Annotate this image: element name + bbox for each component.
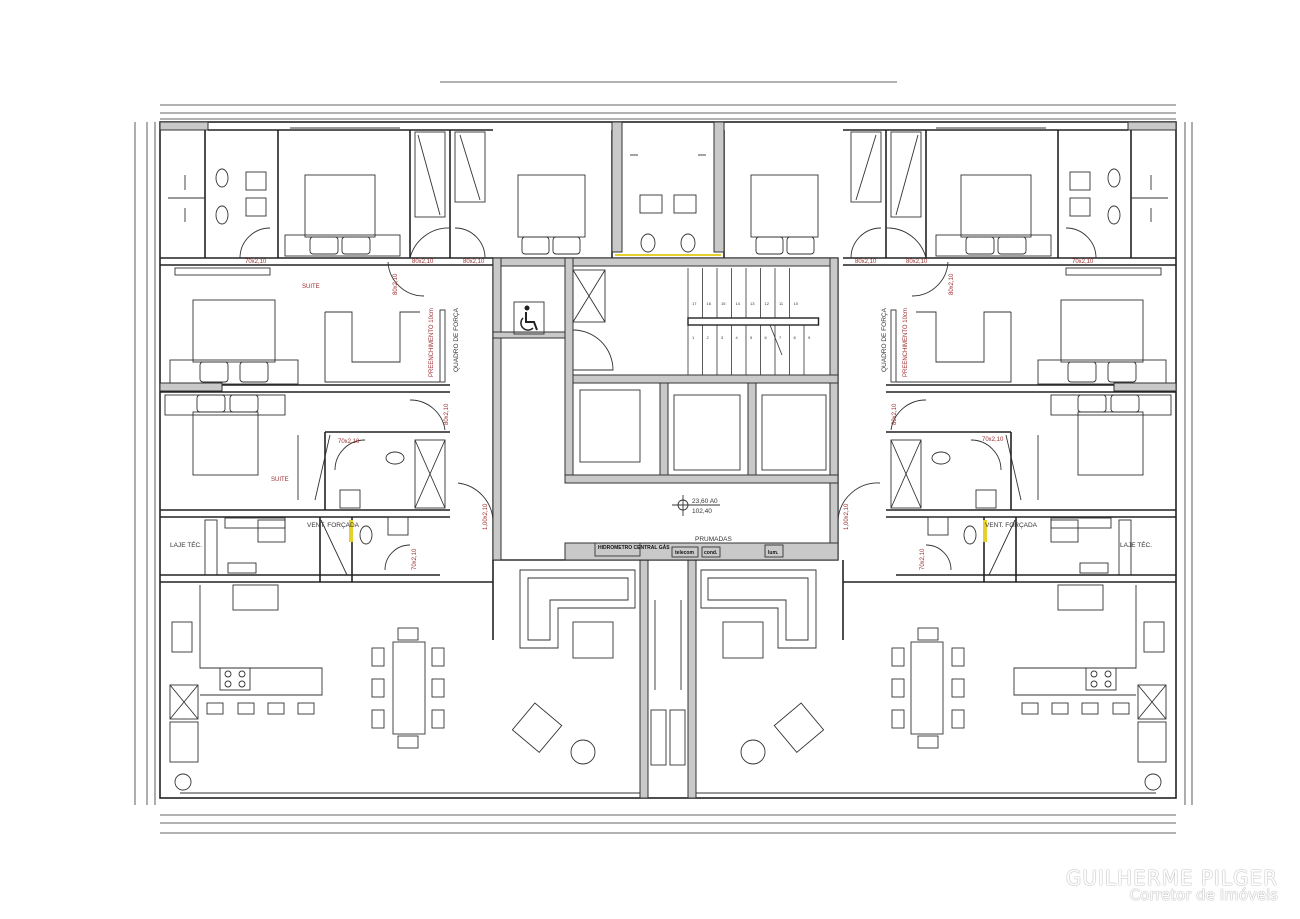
- suite-label: SUITE: [271, 477, 289, 483]
- quadro-forca-label: QUADRO DE FORÇA: [881, 307, 888, 372]
- stair-step-number: 15: [721, 301, 726, 306]
- unit-left: [159, 121, 669, 799]
- lum-label: lum.: [768, 550, 779, 556]
- level-marker: 23,60 A0 102,40: [672, 495, 720, 516]
- cond-label: cond.: [704, 550, 718, 556]
- dimension-lines: [134, 81, 1193, 834]
- stair-step-number: 5: [750, 335, 753, 340]
- door-label: 70x2,10: [1072, 259, 1094, 265]
- door-label: 80x2,10: [444, 403, 450, 425]
- preenchimento-label: PREENCHIMENTO 10cm: [903, 308, 909, 377]
- level-top: 23,60 A0: [692, 498, 718, 505]
- stair-step-number: 16: [707, 301, 712, 306]
- door-label: 80x2,10: [949, 273, 955, 295]
- preenchimento-label: PREENCHIMENTO 10cm: [429, 308, 435, 377]
- door-label: 80x2,10: [906, 259, 928, 265]
- stair-step-number: 2: [707, 335, 710, 340]
- stair-step-number: 8: [794, 335, 797, 340]
- laje-tec-label: LAJE TÉC.: [1120, 540, 1152, 549]
- stair-step-number: 1: [692, 335, 695, 340]
- stair-step-number: 7: [779, 335, 782, 340]
- stair-step-number: 14: [736, 301, 741, 306]
- door-label: 1,00x2,10: [844, 503, 850, 530]
- door-label: 70x2,10: [982, 437, 1004, 443]
- stair-step-number: 12: [765, 301, 770, 306]
- vent-forcada-label: VENT. FORÇADA: [307, 522, 360, 529]
- unit-right: [667, 121, 1177, 799]
- door-label: 70x2,10: [920, 548, 926, 570]
- door-label: 70x2,10: [245, 259, 267, 265]
- stair-step-number: 9: [808, 335, 811, 340]
- stair-step-number: 11: [779, 301, 784, 306]
- room-labels: SUITE SUITE LAJE TÉC. LAJE TÉC. VENT. FO…: [170, 284, 1152, 549]
- door-label: 80x2,10: [412, 259, 434, 265]
- stair-direction-arrow: [769, 324, 783, 356]
- telecom-label: telecom: [675, 550, 694, 556]
- watermark-name: GUILHERME PILGER: [1065, 866, 1278, 890]
- door-label: 80x2,10: [463, 259, 485, 265]
- hidrometro-label: HIDROMETRO CENTRAL GÁS: [598, 544, 670, 551]
- door-label: 80x2,10: [393, 273, 399, 295]
- quadro-forca-label: QUADRO DE FORÇA: [453, 307, 460, 372]
- stair-step-number: 4: [736, 335, 739, 340]
- door-label: 1,00x2,10: [483, 503, 489, 530]
- door-label: 80x2,10: [892, 403, 898, 425]
- laje-tec-label: LAJE TÉC.: [170, 540, 202, 549]
- stair-step-number: 6: [765, 335, 768, 340]
- outer-wall: [159, 121, 1177, 799]
- prumadas-label: PRUMADAS: [695, 536, 733, 543]
- vent-forcada-label: VENT. FORÇADA: [985, 522, 1038, 529]
- door-labels: 70x2,10 80x2,10 80x2,10 80x2,10 80x2,10 …: [245, 259, 1094, 570]
- suite-label: SUITE: [302, 284, 320, 290]
- door-label: 80x2,10: [855, 259, 877, 265]
- stair-step-number: 3: [721, 335, 724, 340]
- accessibility-icon: [513, 301, 545, 335]
- watermark-subtitle: Corretor de Imóveis: [1129, 886, 1278, 904]
- stair-landing: [687, 317, 820, 326]
- door-label: 70x2,10: [412, 548, 418, 570]
- door-label: 70x2,10: [338, 439, 360, 445]
- stair-step-number: 13: [750, 301, 755, 306]
- stair-step-number: 17: [692, 301, 697, 306]
- stair-step-number: 10: [794, 301, 799, 306]
- level-bottom: 102,40: [692, 508, 712, 515]
